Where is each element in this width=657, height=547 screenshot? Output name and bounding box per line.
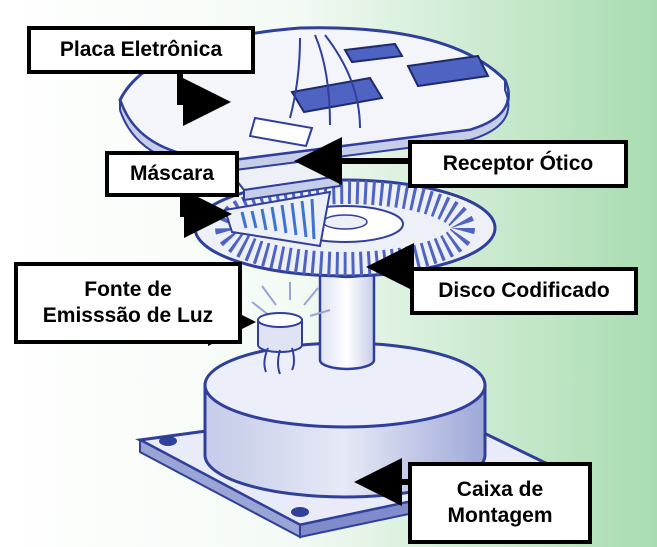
mounting-case [135,341,565,539]
label-placa-eletronica: Placa Eletrônica [27,26,255,74]
label-disco-text: Disco Codificado [438,278,610,302]
arrow-placa [177,70,231,126]
pointer-arrows [177,70,414,506]
label-receptor-text: Receptor Ótico [442,151,594,175]
label-caixa-line2: Montagem [447,504,553,527]
mask [223,190,332,248]
label-disco-codificado: Disco Codificado [410,267,638,315]
arrow-mascara [180,190,232,238]
label-mascara: Máscara [105,151,239,197]
label-fonte-emissao-luz: Fonte de Emisssão de Luz [14,262,242,344]
label-receptor-otico: Receptor Ótico [408,140,628,188]
label-caixa-montagem: Caixa de Montagem [408,462,592,544]
label-caixa-line1: Caixa de [456,477,544,501]
label-fonte-line2: Emisssão de Luz [42,304,214,327]
label-placa-text: Placa Eletrônica [59,37,223,61]
label-mascara-text: Máscara [129,161,215,185]
label-fonte-line1: Fonte de [84,277,172,301]
